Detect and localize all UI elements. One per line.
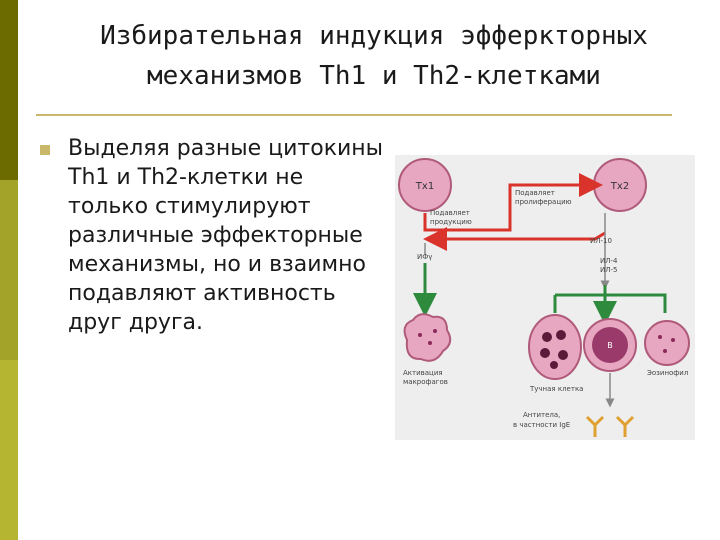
- green-arrow-th2-branches: [553, 293, 667, 313]
- antibody-y-icon: [585, 415, 605, 437]
- bullet-square-icon: [40, 145, 50, 155]
- title-divider: [36, 114, 672, 116]
- mast-cell-granule: [540, 348, 550, 358]
- th1-label: Тх1: [415, 181, 434, 192]
- ifn-label: ИФγ: [417, 253, 432, 261]
- macrophage-activation-label-2: макрофагов: [403, 378, 448, 386]
- slide-title-line2: механизмов Th1 и Th2-клетками: [147, 61, 601, 91]
- mast-cell-granule: [558, 350, 568, 360]
- antibodies-label-2: в частности IgE: [513, 421, 570, 429]
- il4-label: ИЛ-4: [600, 257, 618, 265]
- suppress-proliferation-label-1: Подавляет: [515, 189, 555, 197]
- th1-cell: [398, 158, 452, 212]
- suppress-proliferation-label-2: пролиферацию: [515, 198, 572, 206]
- macrophage-granule: [428, 341, 432, 345]
- slide-title-line1: Избирательная индукция эфферкторных: [100, 21, 648, 51]
- slide-title: Избирательная индукция эфферкторных меха…: [40, 16, 708, 96]
- eosinophil-cell: [644, 320, 690, 366]
- side-segment-top: [0, 0, 18, 180]
- mast-cell-granule: [542, 332, 552, 342]
- macrophage-activation-label-1: Активация: [403, 369, 443, 377]
- th2-label: Тх2: [610, 181, 629, 192]
- body-text: Выделяя разные цитокины Th1 и Th2-клетки…: [68, 136, 384, 335]
- red-arrow-th1-to-th2: [423, 173, 603, 232]
- mast-cell: [528, 314, 582, 380]
- il10-label: ИЛ-10: [590, 237, 612, 245]
- mast-cell-granule: [550, 361, 558, 369]
- b-cell-label: В: [607, 341, 613, 350]
- th1-th2-diagram: Тх1 Тх2 Подавляет продукцию Подавляет пр…: [395, 155, 695, 440]
- suppress-production-label-1: Подавляет: [430, 209, 470, 217]
- macrophage-granule: [418, 333, 422, 337]
- antibodies-label-1: Антитела,: [523, 411, 560, 419]
- eosinophil-label: Эозинофил: [647, 369, 688, 377]
- b-cell-nucleus: [592, 327, 628, 363]
- eosinophil-granule: [663, 349, 667, 353]
- macrophage-granule: [433, 329, 437, 333]
- il5-label: ИЛ-5: [600, 266, 617, 274]
- eosinophil-granule: [658, 335, 662, 339]
- side-segment-middle: [0, 180, 18, 360]
- side-segment-bottom: [0, 360, 18, 540]
- eosinophil-granule: [671, 338, 675, 342]
- antibody-y-icon: [615, 415, 635, 437]
- red-arrow-il10-to-ifn: [423, 227, 606, 251]
- side-decoration-bar: [0, 0, 18, 540]
- mast-cell-granule: [556, 330, 566, 340]
- mast-cell-label: Тучная клетка: [529, 385, 583, 393]
- macrophage-cell: [403, 313, 452, 362]
- suppress-production-label-2: продукцию: [430, 218, 472, 226]
